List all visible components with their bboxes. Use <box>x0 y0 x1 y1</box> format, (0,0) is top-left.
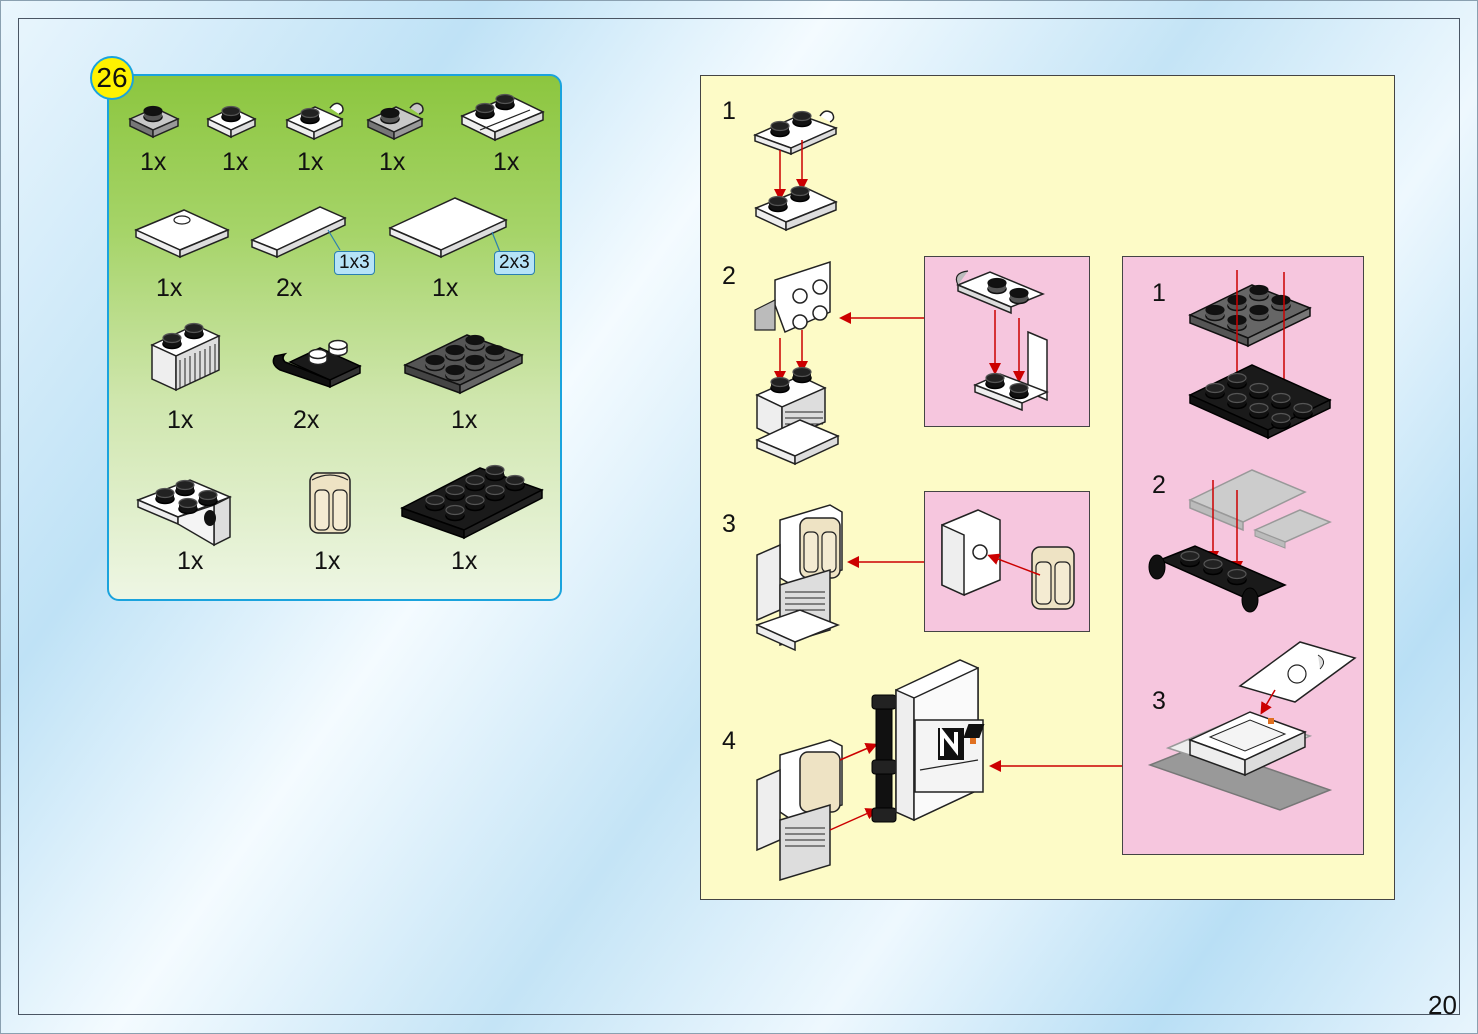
subassembly-step-3 <box>963 641 1357 811</box>
step-number: 1 <box>722 97 736 125</box>
plate-clip-white-icon <box>285 102 344 141</box>
plate-1x2-dark-gray-icon <box>128 105 180 139</box>
step-4-assembly <box>756 659 1122 882</box>
sub-step-number: 3 <box>1152 687 1166 715</box>
backpack-tan-icon <box>309 472 351 534</box>
sub-step-number: 1 <box>1152 279 1166 307</box>
tile-1x3-white-icon <box>250 206 347 259</box>
part-quantity: 1x <box>167 406 194 434</box>
plate-handle-black-icon <box>272 339 362 389</box>
part-quantity: 1x <box>222 148 249 176</box>
plate-rail-white-icon <box>460 93 545 142</box>
part-quantity: 1x <box>451 406 478 434</box>
part-quantity: 2x <box>293 406 320 434</box>
tile-jumper-white-icon <box>134 209 230 259</box>
step-number: 3 <box>722 510 736 538</box>
plate-2x3-dark-gray-icon <box>403 334 524 395</box>
part-dimension-label: 1x3 <box>334 251 375 275</box>
subassembly-step-1 <box>1188 270 1332 440</box>
brick-grille-white-icon <box>150 322 221 392</box>
part-dimension-label: 2x3 <box>494 251 535 275</box>
step-number-badge: 26 <box>90 56 134 100</box>
part-quantity: 2x <box>276 274 303 302</box>
step-number: 4 <box>722 727 736 755</box>
step-3-assembly <box>754 504 1075 652</box>
part-quantity: 1x <box>379 148 406 176</box>
part-quantity: 1x <box>140 148 167 176</box>
step-2-assembly <box>754 260 1049 466</box>
plate-clip-gray-icon <box>366 102 424 141</box>
part-quantity: 1x <box>432 274 459 302</box>
part-quantity: 1x <box>177 547 204 575</box>
page-frame <box>18 18 1460 1015</box>
part-quantity: 1x <box>156 274 183 302</box>
part-quantity: 1x <box>314 547 341 575</box>
part-quantity: 1x <box>297 148 324 176</box>
sub-step-number: 2 <box>1152 471 1166 499</box>
plate-1x2-white-icon <box>206 105 257 139</box>
step-1-assembly <box>752 110 839 232</box>
bracket-white-icon <box>136 479 232 547</box>
plate-2x4-black-icon <box>400 464 544 540</box>
subassembly-step-2 <box>1148 469 1332 613</box>
page-number: 20 <box>1428 990 1457 1020</box>
part-quantity: 1x <box>493 148 520 176</box>
part-quantity: 1x <box>451 547 478 575</box>
tile-2x3-white-icon <box>388 197 508 259</box>
step-number: 2 <box>722 262 736 290</box>
